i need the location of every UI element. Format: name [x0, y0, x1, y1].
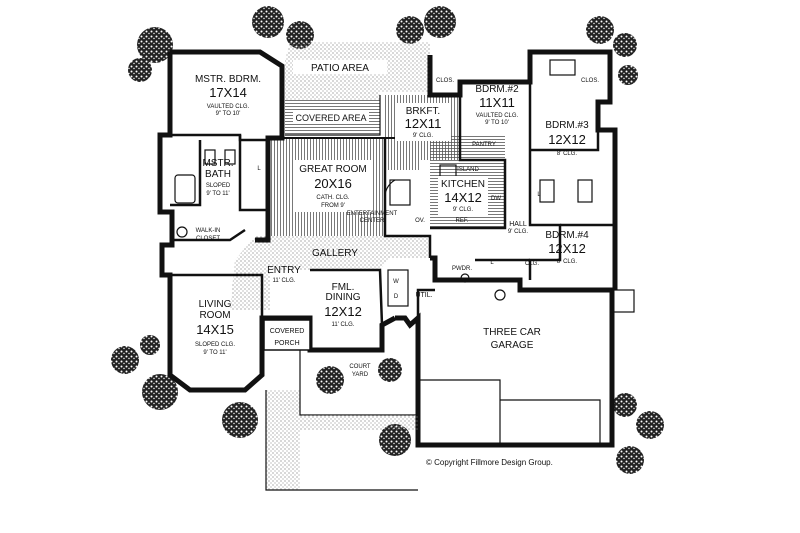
walk-in-closet-title2: CLOSET	[196, 236, 220, 242]
master-bath-note2: 9' TO 11'	[206, 191, 229, 197]
family-dining-dims: 12X12	[324, 304, 362, 319]
oven-label: OV.	[415, 218, 425, 224]
kitchen-dims: 14X12	[444, 190, 482, 205]
garage: THREE CAR GARAGE	[483, 327, 541, 351]
kitchen-title: KITCHEN	[441, 179, 485, 190]
great-room-note2: FROM 9'	[321, 203, 345, 209]
master-bedroom-note2: 9" TO 10'	[216, 111, 241, 117]
living-room-note: SLOPED CLG.	[195, 342, 235, 348]
covered-porch-title: COVERED	[270, 328, 305, 335]
bedroom-2-dims: 11X11	[479, 95, 515, 110]
entertainment-center: ENTERTAINMENT CENTER	[347, 211, 398, 224]
bedroom-2-note: VAULTED CLG.	[476, 113, 519, 119]
great-room-title: GREAT ROOM	[299, 164, 366, 175]
powder-linen-label: L	[490, 260, 494, 266]
family-dining-title2: DINING	[326, 292, 361, 303]
utility-label: UTIL.	[415, 292, 432, 299]
pantry-label: PANTRY	[472, 142, 496, 148]
bedroom-2: BDRM.#2 11X11 VAULTED CLG. 9' TO 10'	[475, 84, 519, 126]
bedroom-3: BDRM.#3 12X12 8' CLG.	[545, 120, 589, 157]
family-dining-title: FML.	[332, 282, 355, 293]
garage-title: THREE CAR	[483, 327, 541, 338]
garage-title2: GARAGE	[491, 340, 534, 351]
gallery-label: GALLERY	[312, 248, 358, 259]
walk-in-closet: WALK-IN CLOSET	[196, 228, 221, 242]
family-dining: FML. DINING 12X12 11' CLG.	[324, 282, 362, 328]
hall-linen-label: L	[537, 192, 541, 198]
entry: ENTRY 11' CLG.	[267, 265, 301, 284]
dishwasher-label: DW	[491, 196, 501, 202]
breakfast-title: BRKFT.	[406, 106, 440, 117]
dryer-label: D	[394, 294, 399, 300]
covered-porch: COVERED PORCH	[263, 319, 311, 351]
breakfast: BRKFT. 12X11 9' CLG.	[395, 103, 451, 141]
master-bedroom: MSTR. BDRM. 17X14 VAULTED CLG. 9" TO 10'	[195, 74, 261, 117]
refrigerator-label: REF.	[455, 218, 468, 224]
gallery-floor	[230, 236, 430, 310]
covered-area-label: COVERED AREA	[295, 113, 366, 123]
bedroom-3-closet-label: CLOS.	[581, 78, 599, 84]
great-room: GREAT ROOM 20X16 CATH. CLG. FROM 9'	[293, 160, 373, 212]
breakfast-dims: 12X11	[405, 116, 442, 131]
bedroom-4-note: 8' CLG.	[557, 259, 577, 265]
bath-linen-label: L	[257, 166, 261, 172]
bedroom-4-dims: 12X12	[548, 241, 586, 256]
master-bath-title: MSTR.	[202, 158, 233, 169]
court-yard-title: COURT	[349, 364, 371, 370]
master-bath-title2: BATH	[205, 169, 231, 180]
landscaping	[111, 6, 664, 474]
hall: HALL 9' CLG.	[508, 221, 528, 235]
master-bath-note: SLOPED	[206, 183, 231, 189]
bedroom-2-closet-label: CLOS.	[436, 78, 454, 84]
master-bedroom-title: MSTR. BDRM.	[195, 74, 261, 85]
kitchen-note: 9' CLG.	[453, 207, 473, 213]
hall-title: HALL	[509, 221, 527, 228]
court-yard: COURT YARD	[265, 350, 418, 491]
bedroom-2-title: BDRM.#2	[475, 84, 519, 95]
walk-in-closet-title: WALK-IN	[196, 228, 221, 234]
breakfast-note: 9' CLG.	[413, 133, 433, 139]
powder-label: PWDR.	[452, 266, 472, 272]
bedroom-4: BDRM.#4 12X12 8' CLG.	[545, 230, 589, 265]
kitchen: KITCHEN 14X12 9' CLG.	[438, 176, 488, 216]
interior-walls	[170, 82, 615, 445]
living-room-note2: 9' TO 11'	[203, 350, 226, 356]
master-bedroom-dims: 17X14	[209, 85, 247, 100]
bedroom-4-title: BDRM.#4	[545, 230, 589, 241]
bedroom-4-closet-label: CLG.	[525, 261, 539, 267]
living-room-dims: 14X15	[196, 322, 234, 337]
copyright-notice: © Copyright Fillmore Design Group.	[426, 458, 553, 467]
entry-note: 11' CLG.	[272, 278, 295, 284]
family-dining-note: 11' CLG.	[331, 322, 354, 328]
bedroom-2-note2: 9' TO 10'	[485, 120, 509, 126]
living-room-title2: ROOM	[199, 310, 230, 321]
court-yard-title2: YARD	[352, 372, 369, 378]
covered-porch-title2: PORCH	[274, 340, 299, 347]
patio-area: PATIO AREA COVERED AREA	[285, 42, 430, 136]
living-room: LIVING ROOM 14X15 SLOPED CLG. 9' TO 11'	[195, 299, 235, 356]
master-bedroom-note: VAULTED CLG.	[207, 104, 250, 110]
patio-label: PATIO AREA	[311, 63, 369, 74]
bedroom-3-title: BDRM.#3	[545, 120, 589, 131]
living-room-title: LIVING	[199, 299, 232, 310]
entry-title: ENTRY	[267, 265, 301, 276]
bedroom-3-dims: 12X12	[548, 132, 586, 147]
entertainment-center-title2: CENTER	[360, 218, 385, 224]
master-bath: MSTR. BATH SLOPED 9' TO 11'	[202, 158, 233, 197]
hall-note: 9' CLG.	[508, 229, 528, 235]
bedroom-3-note: 8' CLG.	[557, 151, 577, 157]
washer-label: W	[393, 279, 399, 285]
great-room-note: CATH. CLG.	[316, 195, 350, 201]
entertainment-center-title: ENTERTAINMENT	[347, 211, 398, 217]
great-room-dims: 20X16	[314, 176, 352, 191]
island-label: ISLAND	[457, 167, 479, 173]
